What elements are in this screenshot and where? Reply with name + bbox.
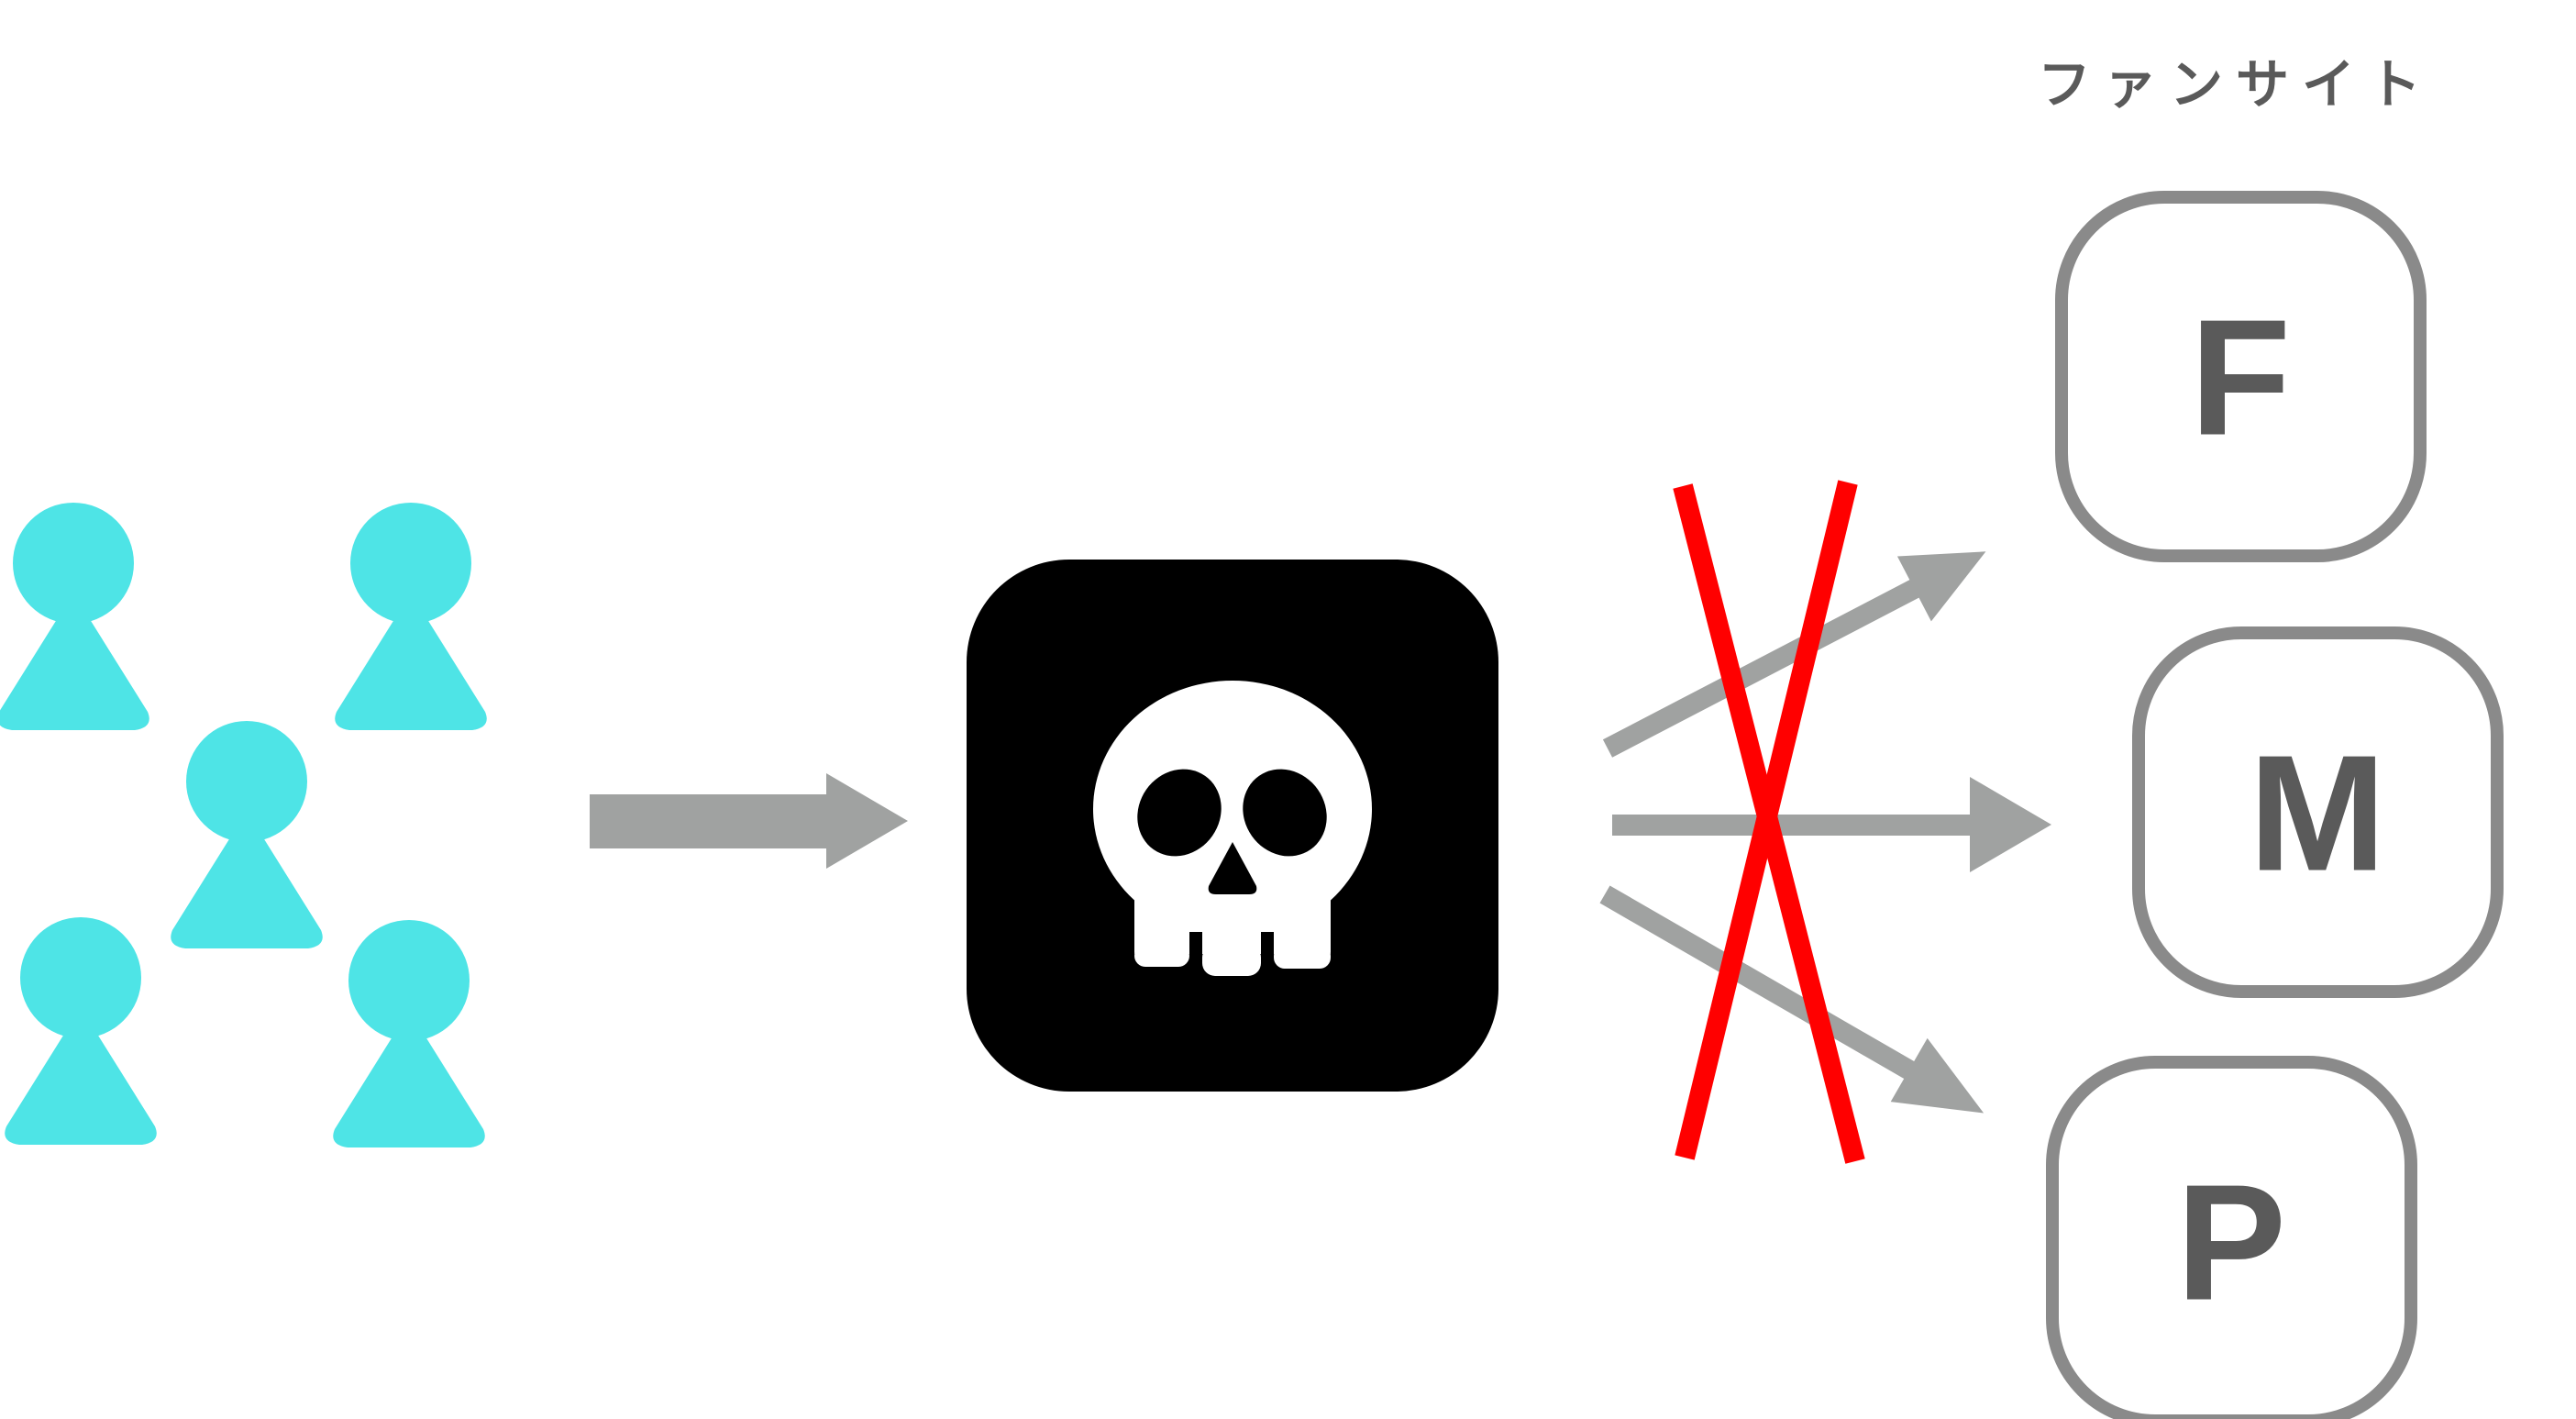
- person-icon: [5, 917, 157, 1145]
- fansite-box-f: F: [2055, 191, 2427, 562]
- arrow-icon: [1612, 777, 2051, 872]
- arrow-icon: [590, 773, 908, 869]
- arrows-to-sites: [1599, 551, 2051, 1114]
- person-icon: [333, 920, 485, 1147]
- fansite-letter: M: [2249, 722, 2386, 906]
- fansite-box-p: P: [2046, 1056, 2417, 1419]
- fansite-heading: ファンサイト: [2038, 53, 2434, 116]
- skull-icon: [1093, 681, 1372, 981]
- person-icon: [0, 503, 149, 730]
- fansite-box-m: M: [2132, 626, 2504, 998]
- x-cross-icon: [1673, 480, 1865, 1164]
- people-group: [0, 503, 487, 1147]
- fansite-letter: P: [2176, 1151, 2286, 1336]
- person-icon: [171, 721, 323, 948]
- arrow-icon: [1602, 551, 1986, 758]
- fansite-letter: F: [2190, 286, 2291, 471]
- arrow-icon: [1599, 885, 1985, 1114]
- person-icon: [335, 503, 487, 730]
- blocker-box: [967, 560, 1498, 1092]
